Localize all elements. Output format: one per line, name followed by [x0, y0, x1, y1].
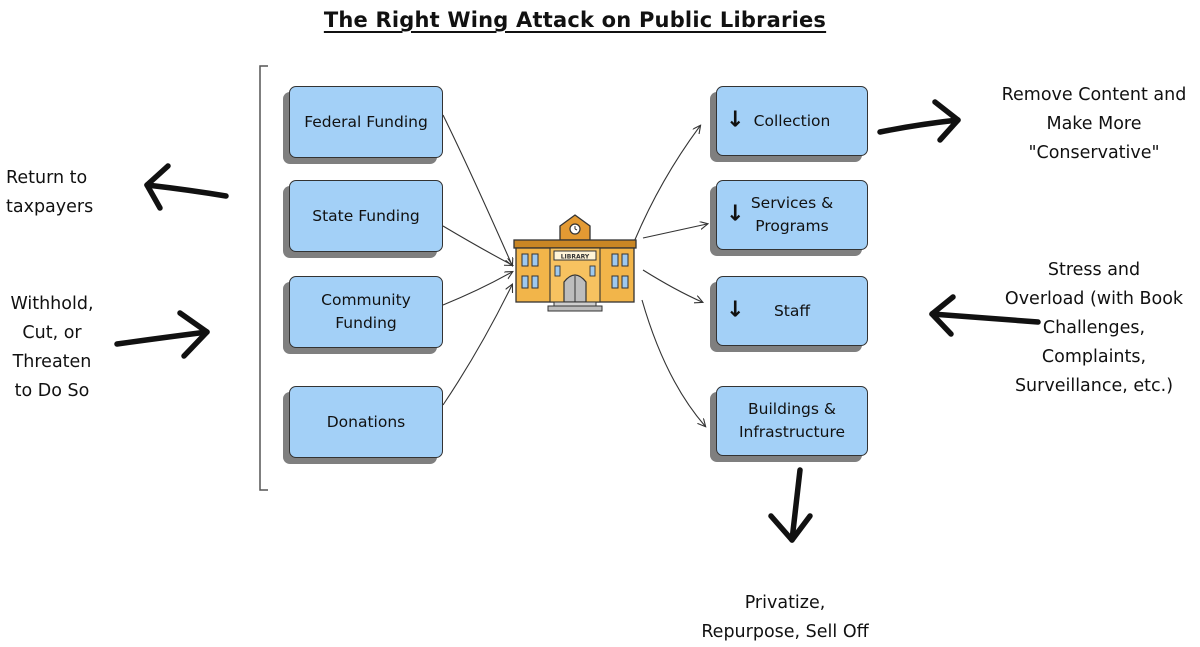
diagram-title: The Right Wing Attack on Public Librarie…	[323, 8, 827, 32]
library-sign-text: LIBRARY	[561, 254, 590, 261]
connector-services	[642, 224, 707, 239]
funding-bracket	[259, 65, 268, 491]
connector-federal	[442, 114, 512, 265]
down-arrow-icon: ↓	[726, 297, 745, 323]
connector-staff	[642, 269, 702, 302]
remove-content-note: Remove Content and Make More "Conservati…	[1001, 85, 1187, 163]
arrow-from-withhold	[114, 310, 210, 359]
collection-box: ↓ Collection	[716, 86, 868, 156]
services-programs-box: ↓ Services & Programs	[716, 180, 868, 250]
collection-label: Collection	[753, 111, 831, 130]
arrow-from-stress	[929, 294, 1041, 337]
buildings-infrastructure-box: Buildings & Infrastructure	[716, 386, 868, 456]
withhold-note: Withhold, Cut, or Threaten to Do So	[10, 294, 94, 401]
arrow-to-privatize	[768, 467, 813, 543]
arrow-to-remove-content	[877, 99, 961, 143]
community-funding-box: Community Funding	[289, 276, 443, 348]
arrow-to-return	[144, 163, 229, 211]
down-arrow-icon: ↓	[726, 201, 745, 227]
down-arrow-icon: ↓	[726, 107, 745, 133]
buildings-infrastructure-label: Buildings & Infrastructure	[738, 400, 846, 441]
connector-collection	[633, 126, 700, 243]
return-note: Return to taxpayers	[6, 168, 94, 217]
donations-label: Donations	[326, 412, 406, 431]
state-funding-box: State Funding	[289, 180, 443, 252]
community-funding-label: Community Funding	[321, 291, 411, 332]
connector-donations	[442, 285, 512, 406]
connector-state	[442, 225, 512, 265]
services-programs-label: Services & Programs	[750, 194, 834, 235]
stress-note: Stress and Overload (with Book Challenge…	[1004, 260, 1184, 396]
connector-community	[442, 272, 512, 306]
state-funding-label: State Funding	[312, 206, 420, 225]
federal-funding-box: Federal Funding	[289, 86, 443, 158]
donations-box: Donations	[289, 386, 443, 458]
staff-box: ↓ Staff	[716, 276, 868, 346]
library-building-icon: LIBRARY	[510, 212, 640, 312]
federal-funding-label: Federal Funding	[304, 112, 428, 131]
staff-label: Staff	[773, 301, 811, 320]
connector-buildings	[641, 299, 705, 426]
privatize-note: Privatize, Repurpose, Sell Off	[701, 593, 869, 642]
